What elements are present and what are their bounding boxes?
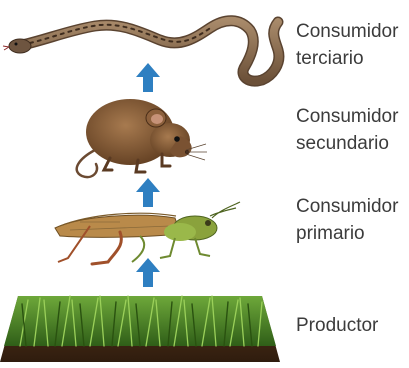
- label-line: Consumidor: [296, 18, 398, 45]
- label-tertiary-consumer: Consumidor terciario: [296, 18, 398, 72]
- arrow-up-icon: [136, 178, 160, 207]
- label-primary-consumer: Consumidor primario: [296, 193, 398, 247]
- mouse-icon: [77, 99, 207, 177]
- label-line: Consumidor: [296, 103, 398, 130]
- label-producer: Productor: [296, 312, 378, 339]
- arrow-up-icon: [136, 258, 160, 287]
- label-line: Consumidor: [296, 193, 398, 220]
- label-line: terciario: [296, 45, 398, 72]
- label-line: Productor: [296, 312, 378, 339]
- label-line: primario: [296, 220, 398, 247]
- label-line: secundario: [296, 130, 398, 157]
- grasshopper-icon: [55, 202, 240, 264]
- grass-icon: [0, 296, 280, 362]
- label-secondary-consumer: Consumidor secundario: [296, 103, 398, 157]
- arrow-up-icon: [136, 63, 160, 92]
